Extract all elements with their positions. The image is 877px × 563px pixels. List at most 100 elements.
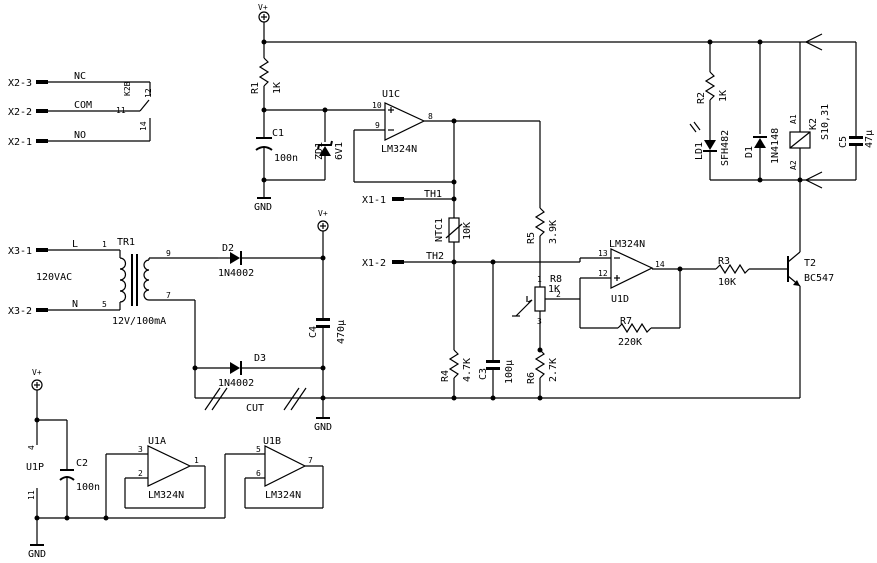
connector-x2-1-label: X2-1 <box>8 137 32 148</box>
u1c-type: LM324N <box>381 144 417 155</box>
r6-value: 2.7K <box>548 358 559 382</box>
connector-x1-2-label: X1-2 <box>362 258 386 269</box>
r8-pin1: 1 <box>537 275 542 284</box>
resistor-r3 <box>715 263 787 275</box>
cut-marks <box>204 387 307 411</box>
cut-label: CUT <box>246 403 264 414</box>
mains-label: 120VAC <box>36 272 72 283</box>
c2-value: 100n <box>76 482 100 493</box>
u1a-type: LM324N <box>148 490 184 501</box>
connector-x2-2-label: X2-2 <box>8 107 32 118</box>
opamp-u1d <box>579 248 716 334</box>
c4-value: 470µ <box>336 320 347 344</box>
connector-x1-1-label: X1-1 <box>362 195 386 206</box>
r8-pin3: 3 <box>537 317 542 326</box>
opamp-u1c <box>325 102 540 183</box>
r1-name: R1 <box>250 82 261 94</box>
k2-pin-a2: A2 <box>789 160 798 170</box>
net-n-label: N <box>72 299 78 310</box>
vplus-top <box>258 11 856 58</box>
connector-x3-1-label: X3-1 <box>8 246 32 257</box>
r2-value: 1K <box>718 90 729 102</box>
u1d-pin13: 13 <box>598 249 608 258</box>
resistor-r6 <box>534 349 546 398</box>
u1d-pin12: 12 <box>598 269 608 278</box>
u1p-pin11: 11 <box>27 490 36 500</box>
r4-name: R4 <box>440 370 451 382</box>
u1p-name: U1P <box>26 462 44 473</box>
net-com-label: COM <box>74 100 92 111</box>
r7-name: R7 <box>620 316 632 327</box>
ground-rail <box>195 397 800 419</box>
resistor-r1 <box>258 57 270 138</box>
r3-name: R3 <box>718 256 730 267</box>
u1c-pin8: 8 <box>428 112 433 121</box>
c5-value: 47µ <box>864 130 875 148</box>
d3-name: D3 <box>254 353 266 364</box>
r5-value: 3.9K <box>548 220 559 244</box>
potentiometer-r8 <box>512 286 580 350</box>
relay-contact-k2b <box>48 81 151 142</box>
opamp-u1a <box>105 445 206 518</box>
ld1-value: SFH482 <box>720 130 731 166</box>
u1a-pin1: 1 <box>194 456 199 465</box>
gnd-label-u1p: GND <box>28 549 46 560</box>
transformer-pin5: 5 <box>102 300 107 309</box>
u1c-name: U1C <box>382 89 400 100</box>
resistor-r2 <box>704 42 716 140</box>
d2-name: D2 <box>222 243 234 254</box>
net-nc-label: NC <box>74 71 86 82</box>
r8-value: 1K <box>548 284 560 295</box>
u1a-name: U1A <box>148 436 166 447</box>
net-no-label: NO <box>74 130 86 141</box>
opamp-u1b <box>224 445 324 518</box>
ntc1-value: 10K <box>462 222 473 240</box>
k2-name: K2 <box>808 118 819 130</box>
ntc1-name: NTC1 <box>434 218 445 242</box>
u1d-name: U1D <box>611 294 629 305</box>
transformer-pin1: 1 <box>102 240 107 249</box>
u1a-pin2: 2 <box>138 469 143 478</box>
diode-d1 <box>753 42 767 180</box>
t2-name: T2 <box>804 258 816 269</box>
connector-x2-3-label: X2-3 <box>8 78 32 89</box>
r7-value: 220K <box>618 337 642 348</box>
relay-coil-k2 <box>710 42 856 181</box>
net-th2-label: TH2 <box>426 251 444 262</box>
zener-zd1 <box>264 109 333 181</box>
zd1-value: 6V1 <box>334 142 345 160</box>
gnd-label-c1: GND <box>254 202 272 213</box>
vplus-top-label: V+ <box>258 3 268 12</box>
k2-pin-a1: A1 <box>789 114 798 124</box>
net-l-label: L <box>72 239 78 250</box>
relay-contact-pin11: 11 <box>116 106 126 115</box>
u1b-pin6: 6 <box>256 469 261 478</box>
c3-value: 100µ <box>504 360 515 384</box>
t2-value: BC547 <box>804 273 834 284</box>
r3-value: 10K <box>718 277 736 288</box>
d2-value: 1N4002 <box>218 268 254 279</box>
d1-value: 1N4148 <box>770 128 781 164</box>
relay-contact-name: K2B <box>123 81 132 96</box>
junction-dots <box>34 39 803 521</box>
u1a-pin3: 3 <box>138 445 143 454</box>
r1-value: 1K <box>272 82 283 94</box>
diode-d3 <box>194 300 323 398</box>
gnd-label-bottom: GND <box>314 422 332 433</box>
vplus-symbol-c4 <box>316 220 330 398</box>
u1b-pin7: 7 <box>308 456 313 465</box>
u1d-pin14: 14 <box>655 260 665 269</box>
c5-name: C5 <box>838 136 849 148</box>
transformer-pin7: 7 <box>166 291 171 300</box>
transistor-t2 <box>787 180 801 398</box>
diode-d2 <box>218 251 323 265</box>
r8-name: R8 <box>550 274 562 285</box>
d1-name: D1 <box>744 146 755 158</box>
transformer-tr1 <box>48 249 218 311</box>
net-th1-label: TH1 <box>424 189 442 200</box>
connector-x3-2-label: X3-2 <box>8 306 32 317</box>
u1c-pin10: 10 <box>372 101 382 110</box>
u1b-type: LM324N <box>265 490 301 501</box>
c1-value: 100n <box>274 153 298 164</box>
